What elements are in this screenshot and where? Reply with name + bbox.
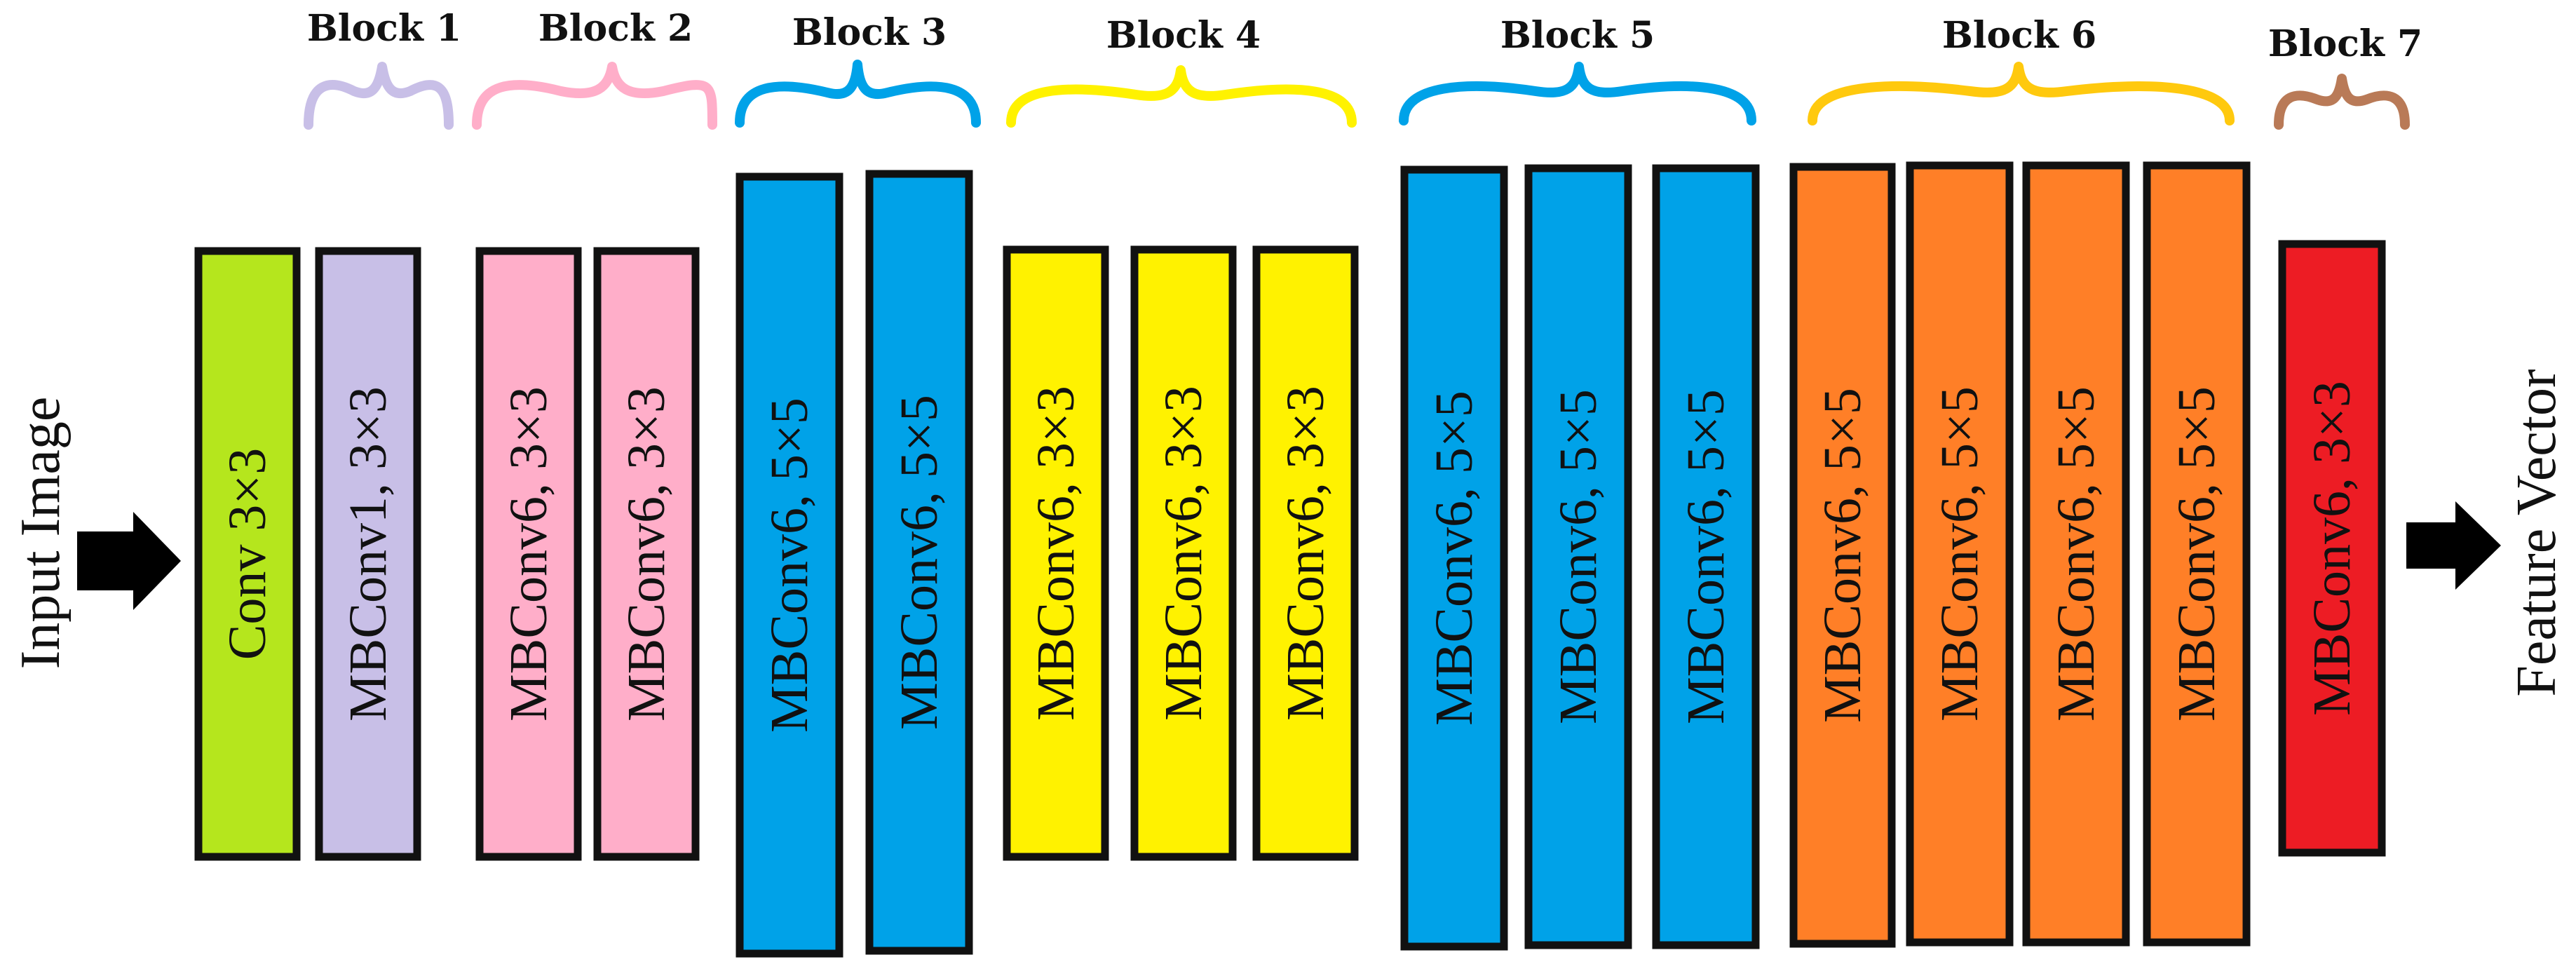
- block-brace: [735, 60, 981, 128]
- layer-box: [1130, 245, 1237, 861]
- layer-label: MBConv6, 5×5: [1813, 388, 1872, 723]
- block-brace: [472, 62, 717, 130]
- block-title: Block 5: [1500, 14, 1655, 57]
- layer-label: MBConv6, 5×5: [1676, 389, 1735, 724]
- layer-box: [1789, 163, 1896, 948]
- block-brace: [1808, 62, 2235, 126]
- layer-box: [1400, 165, 1508, 951]
- layer-12: MBConv6, 5×5: [1652, 164, 1760, 949]
- block-brace: [2274, 74, 2410, 130]
- layer-15: MBConv6, 5×5: [2022, 161, 2130, 947]
- block-brace: [1006, 65, 1357, 128]
- layer-label: Conv 3×3: [218, 448, 277, 660]
- layer-box: [315, 247, 421, 861]
- feature-vector-label: Feature Vector: [2506, 369, 2568, 696]
- layer-label: MBConv6, 5×5: [890, 395, 949, 730]
- layer-label: MBConv6, 3×3: [617, 386, 676, 721]
- layer-label: MBConv6, 3×3: [1276, 386, 1335, 721]
- block-titles: Block 1 Block 2 Block 3 Block 4 Block 5 …: [307, 7, 2422, 65]
- layer-7: MBConv6, 3×3: [1003, 245, 1109, 861]
- layer-1: Conv 3×3: [194, 247, 301, 861]
- layer-box: [1906, 161, 2014, 947]
- block-title: Block 4: [1106, 14, 1261, 57]
- layer-box: [1524, 164, 1632, 949]
- layer-label: MBConv6, 3×3: [1154, 386, 1213, 721]
- layer-stack: Conv 3×3 MBConv1, 3×3 MBConv6, 3×3 MBConv6,…: [194, 161, 2386, 958]
- output-arrow-icon: [2406, 501, 2501, 590]
- block-brace: [1399, 62, 1756, 126]
- layer-box: [2143, 161, 2251, 947]
- block-title: Block 3: [792, 11, 947, 54]
- block-brace: [304, 62, 454, 130]
- layer-9: MBConv6, 3×3: [1252, 245, 1359, 861]
- layer-3: MBConv6, 3×3: [475, 247, 582, 861]
- layer-label: MBConv6, 3×3: [1026, 386, 1085, 721]
- layer-box: [1003, 245, 1109, 861]
- layer-label: MBConv6, 5×5: [2167, 386, 2226, 721]
- layer-label: MBConv6, 5×5: [1549, 389, 1608, 724]
- input-image-label: Input Image: [10, 397, 72, 670]
- layer-box: [1652, 164, 1760, 949]
- layer-box: [475, 247, 582, 861]
- input-arrow-icon: [77, 512, 181, 610]
- layer-8: MBConv6, 3×3: [1130, 245, 1237, 861]
- layer-6: MBConv6, 5×5: [865, 170, 973, 955]
- layer-label: MBConv6, 5×5: [760, 398, 819, 733]
- layer-10: MBConv6, 5×5: [1400, 165, 1508, 951]
- layer-box: [2022, 161, 2130, 947]
- layer-box: [2278, 240, 2386, 857]
- layer-label: MBConv6, 3×3: [499, 386, 558, 721]
- layer-label: MBConv6, 5×5: [1425, 391, 1484, 726]
- layer-label: MBConv6, 5×5: [1930, 386, 1989, 721]
- layer-label: MBConv6, 5×5: [2047, 386, 2106, 721]
- layer-13: MBConv6, 5×5: [1789, 163, 1896, 948]
- layer-16: MBConv6, 5×5: [2143, 161, 2251, 947]
- layer-box: [735, 172, 843, 958]
- layer-11: MBConv6, 5×5: [1524, 164, 1632, 949]
- layer-label: MBConv6, 3×3: [2303, 381, 2361, 716]
- block-braces: [304, 60, 2410, 130]
- layer-box: [194, 247, 301, 861]
- block-title: Block 6: [1942, 14, 2096, 57]
- layer-box: [1252, 245, 1359, 861]
- block-title: Block 1: [307, 7, 461, 50]
- layer-17: MBConv6, 3×3: [2278, 240, 2386, 857]
- layer-label: MBConv1, 3×3: [339, 386, 398, 721]
- layer-5: MBConv6, 5×5: [735, 172, 843, 958]
- layer-4: MBConv6, 3×3: [593, 247, 700, 861]
- layer-box: [865, 170, 973, 955]
- layer-14: MBConv6, 5×5: [1906, 161, 2014, 947]
- block-title: Block 7: [2268, 22, 2422, 65]
- layer-2: MBConv1, 3×3: [315, 247, 421, 861]
- layer-box: [593, 247, 700, 861]
- block-title: Block 2: [538, 7, 693, 50]
